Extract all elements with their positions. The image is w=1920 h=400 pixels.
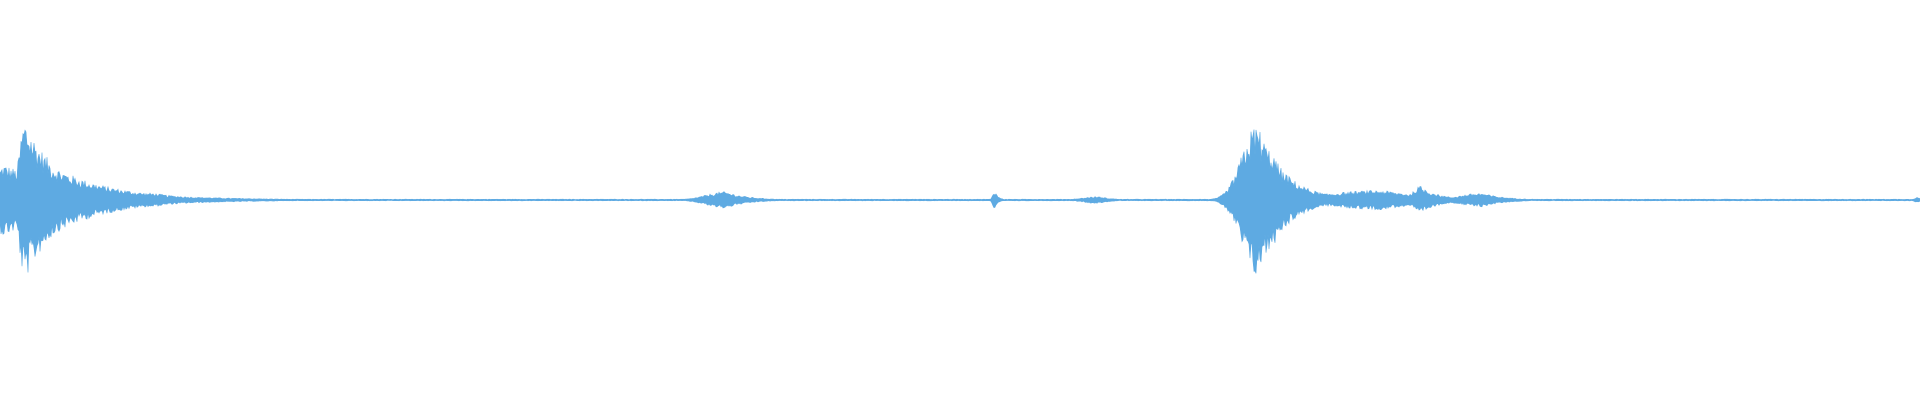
waveform-envelope: [0, 129, 1920, 274]
